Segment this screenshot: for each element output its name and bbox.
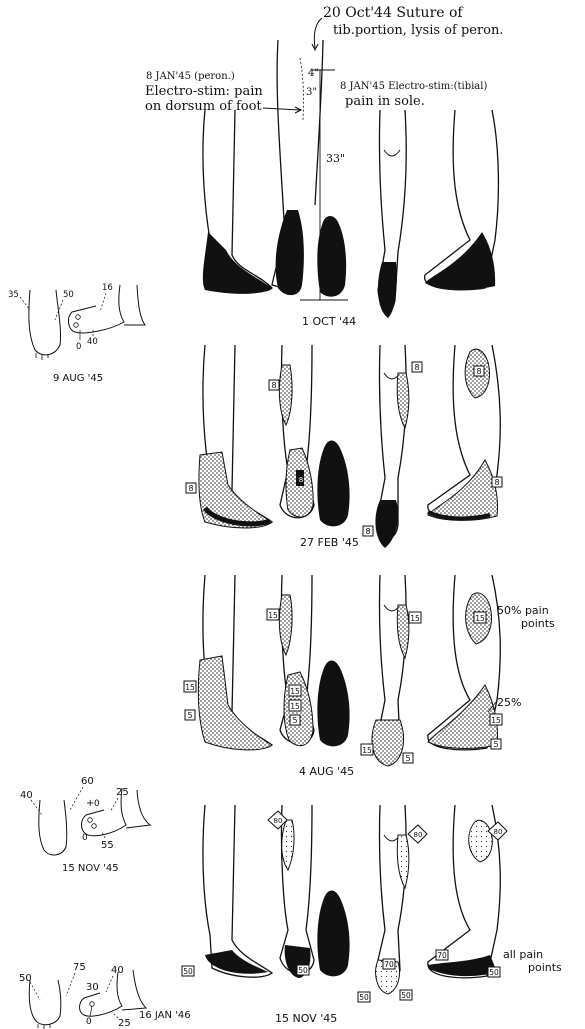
panel2-box-7: 8 (494, 478, 499, 487)
panel4-box-6: 50 (359, 993, 369, 1002)
panel-3-aug-45: 15 5 15 15 15 5 15 15 5 15 50% pain poin… (184, 575, 555, 778)
inset2-zero-bottom: 0 (82, 833, 88, 843)
inset-16-jan-46: 50 75 40 30 0 25 16 JAN '46 (19, 962, 191, 1029)
panel2-box-2: 8 (271, 381, 276, 390)
peron-date: 8 JAN'45 (peron.) (146, 71, 235, 82)
inset2-zero-top: 0 (94, 799, 100, 809)
tibial-date: 8 JAN'45 Electro-stim:(tibial) (340, 81, 487, 92)
panel2-sole (317, 441, 349, 527)
panel4-box-1: 50 (183, 967, 193, 976)
inset3-n25: 25 (118, 1018, 131, 1029)
inset-15-nov-45: 40 60 25 55 + 0 0 15 NOV '45 (20, 776, 150, 874)
panel2-box-4: 8 (414, 363, 419, 372)
panel3-box-7: 15 (410, 614, 420, 623)
panel3-box-9: 5 (405, 754, 410, 763)
panel3-box-4: 15 (290, 687, 300, 696)
panel4-box-3: 50 (298, 966, 308, 975)
tibial-text: pain in sole. (345, 94, 425, 109)
panel3-box-1: 15 (185, 683, 195, 692)
panel4-box-4: 80 (414, 831, 423, 839)
inset2-n60: 60 (81, 776, 94, 787)
panel4-date: 15 NOV '45 (275, 1012, 337, 1025)
inset2-n40: 40 (20, 790, 33, 801)
panel1-leg4-shade (425, 232, 495, 290)
panel2-date: 27 FEB '45 (300, 536, 359, 549)
panel4-box-10: 50 (489, 968, 499, 977)
panel2-box-6: 8 (476, 367, 481, 376)
inset2-n25: 25 (116, 787, 129, 798)
panel4-box-7: 50 (401, 991, 411, 1000)
inset-9-aug-45: 35 50 16 40 0 9 AUG '45 (8, 283, 145, 384)
panel2-box-1: 8 (188, 484, 193, 493)
panel3-box-2: 5 (187, 711, 192, 720)
inset1-n16: 16 (102, 283, 113, 293)
panel4-box-8: 80 (494, 828, 503, 836)
panel2-box-5: 8 (365, 527, 370, 536)
inset1-n35: 35 (8, 290, 19, 300)
panel4-box-2: 80 (274, 817, 283, 825)
inset1-zero: 0 (76, 342, 81, 352)
panel3-sole (317, 661, 349, 747)
inset1-date: 9 AUG '45 (53, 373, 103, 384)
panel3-note-50-2: points (521, 617, 555, 630)
panel3-note-50: 50% pain (497, 604, 549, 617)
inset1-n50: 50 (63, 290, 74, 300)
panel4-sole (317, 891, 349, 977)
panel3-box-11: 15 (491, 716, 501, 725)
panel1-leg3-shade (378, 262, 397, 318)
inset3-zero: 0 (86, 1017, 92, 1027)
panel3-date: 4 AUG '45 (299, 765, 354, 778)
inset3-date: 16 JAN '46 (139, 1010, 191, 1021)
measure-33: 33" (326, 152, 345, 165)
panel4-note-all-2: points (528, 961, 562, 974)
measure-3: 3" (306, 87, 317, 98)
inset1-n40: 40 (87, 337, 98, 347)
suture-annotation: 20 Oct'44 Suture of (323, 5, 464, 21)
panel3-note-25: 25% (497, 696, 521, 709)
panel4-box-5: 70 (384, 960, 394, 969)
panel1-date: 1 OCT '44 (302, 315, 356, 328)
peron-text-1: Electro-stim: pain (145, 84, 263, 99)
panel4-box-9: 70 (437, 951, 447, 960)
panel-4-nov-45: 50 80 50 80 70 50 50 80 70 50 all pain p… (182, 805, 562, 1025)
panel1-sole-left (276, 210, 304, 295)
inset2-date: 15 NOV '45 (62, 863, 119, 874)
panel3-box-5: 15 (290, 702, 300, 711)
inset3-n30: 30 (86, 982, 99, 993)
suture-annotation-2: tib.portion, lysis of peron. (333, 23, 504, 38)
inset3-n75: 75 (73, 962, 86, 973)
panel3-box-10: 15 (475, 614, 485, 623)
inset2-n55: 55 (101, 840, 114, 851)
panel3-box-12: 5 (493, 740, 498, 749)
panel3-box-3: 15 (268, 611, 278, 620)
inset3-n40: 40 (111, 965, 124, 976)
panel4-note-all: all pain (503, 948, 543, 961)
panel-2-feb-45: 8 8 8 8 8 8 8 27 FEB '45 (186, 345, 502, 549)
panel2-box-3: 8 (299, 476, 303, 484)
panel3-box-8: 15 (362, 746, 372, 755)
panel3-box-6: 5 (292, 716, 297, 725)
panel1-sole-right (317, 216, 346, 297)
peron-text-2: on dorsum of foot (145, 99, 262, 114)
